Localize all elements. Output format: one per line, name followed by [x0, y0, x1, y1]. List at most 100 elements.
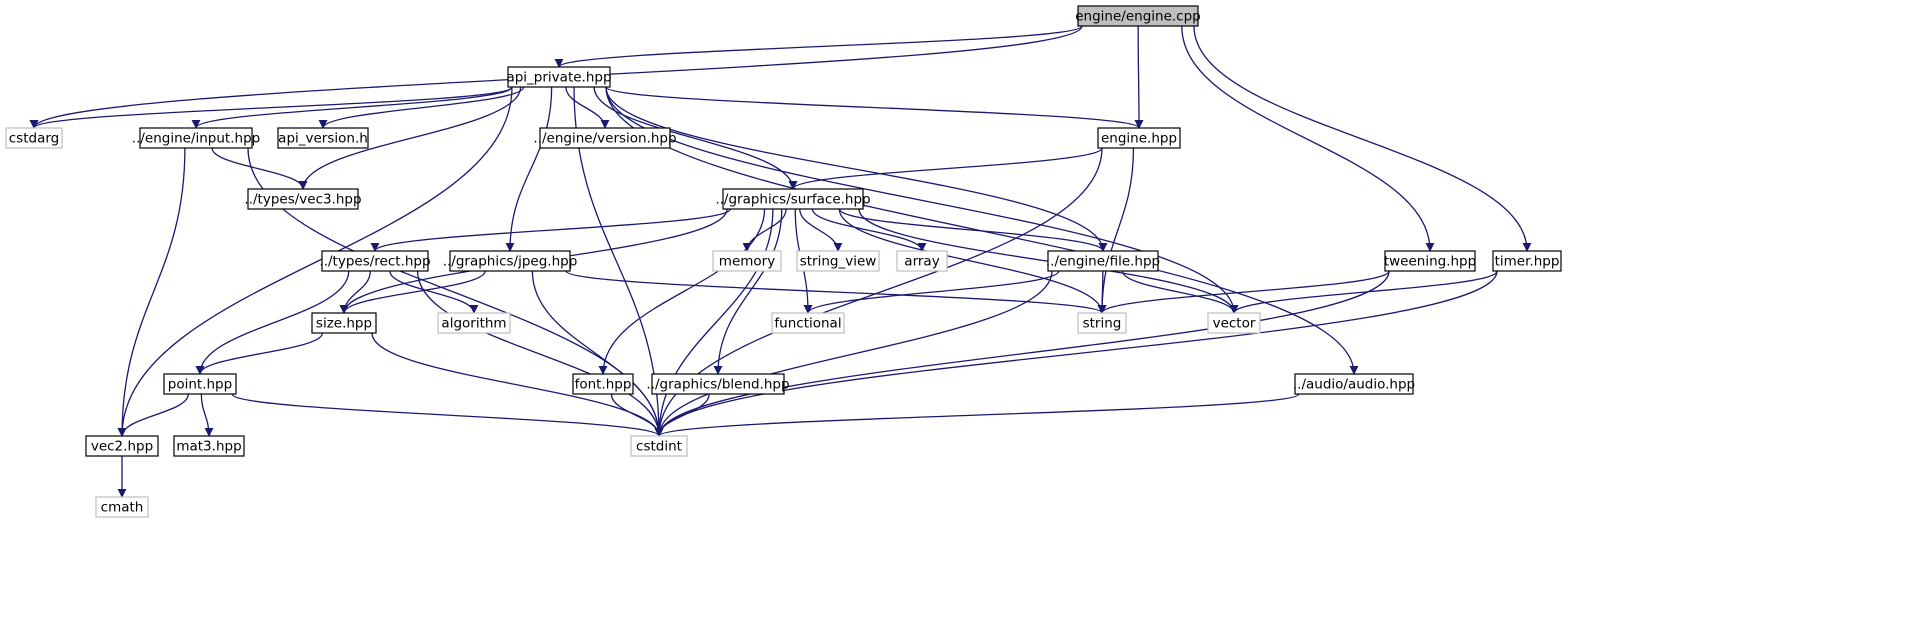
node-box — [1207, 312, 1261, 334]
edge-tweening-to-string — [1097, 270, 1390, 314]
node-box — [85, 435, 159, 457]
edge-api_private-to-api_version — [318, 86, 525, 129]
edge-input-to-vec3 — [211, 147, 308, 190]
edge-surface-to-string — [838, 208, 1107, 314]
node-label: ../engine/file.hpp — [1046, 254, 1160, 270]
node-box — [507, 66, 611, 88]
node-label: timer.hpp — [1495, 254, 1560, 270]
edge-api_private-to-input — [191, 86, 513, 129]
edge-surface-to-file — [838, 208, 1108, 252]
node-label: array — [904, 254, 939, 270]
node-size[interactable]: size.hpp — [311, 312, 377, 334]
node-box — [247, 188, 359, 210]
node-box — [1077, 312, 1127, 334]
node-box — [651, 373, 785, 395]
node-rect[interactable]: ../types/rect.hpp — [319, 250, 431, 272]
node-label: ../engine/version.hpp — [533, 131, 676, 147]
edge-surface-to-array — [811, 208, 927, 252]
edge-jpeg-to-size — [339, 270, 486, 314]
node-box — [163, 373, 237, 395]
node-label: ../types/rect.hpp — [319, 254, 430, 270]
node-label: cstdint — [636, 439, 682, 455]
node-label: api_private.hpp — [506, 70, 611, 86]
edge-engine_cpp-to-api_private — [554, 25, 1083, 68]
node-vec2[interactable]: vec2.hpp — [85, 435, 159, 457]
node-box — [449, 250, 571, 272]
node-box — [1294, 373, 1414, 395]
edge-size-to-point — [195, 332, 324, 375]
edge-api_private-to-cstdarg — [29, 86, 513, 129]
edge-engine_hpp-to-string — [1097, 147, 1135, 314]
node-label: ../types/vec3.hpp — [244, 192, 361, 208]
node-version[interactable]: ../engine/version.hpp — [533, 127, 677, 149]
node-box — [796, 250, 880, 272]
node-jpeg[interactable]: ../graphics/jpeg.hpp — [443, 250, 578, 272]
node-box — [722, 188, 864, 210]
node-string_view: string_view — [796, 250, 880, 272]
node-engine_hpp[interactable]: engine.hpp — [1097, 127, 1181, 149]
node-blend[interactable]: ../graphics/blend.hpp — [646, 373, 790, 395]
node-box — [572, 373, 634, 395]
node-file[interactable]: ../engine/file.hpp — [1046, 250, 1160, 272]
node-audio[interactable]: ../audio/audio.hpp — [1293, 373, 1415, 395]
edge-engine_cpp-to-tweening — [1181, 25, 1435, 252]
edge-surface-to-string_view — [799, 208, 843, 252]
node-label: vector — [1213, 316, 1256, 332]
edge-api_private-to-surface — [593, 86, 798, 190]
node-api_private[interactable]: api_private.hpp — [506, 66, 612, 88]
node-tweening[interactable]: tweening.hpp — [1384, 250, 1476, 272]
node-input[interactable]: ../engine/input.hpp — [132, 127, 260, 149]
edge-file-to-vector — [1122, 270, 1239, 314]
node-box — [1384, 250, 1476, 272]
node-string: string — [1077, 312, 1127, 334]
edge-engine_cpp-to-engine_hpp — [1134, 25, 1144, 129]
node-label: size.hpp — [316, 316, 372, 332]
node-label: tweening.hpp — [1384, 254, 1476, 270]
node-array: array — [896, 250, 948, 272]
edge-point-to-mat3 — [200, 393, 214, 437]
node-box — [173, 435, 245, 457]
node-cstdint: cstdint — [630, 435, 688, 457]
edge-surface-to-vector — [858, 208, 1239, 314]
edge-surface-to-rect — [370, 208, 731, 252]
node-api_version[interactable]: api_version.h — [277, 127, 369, 149]
node-box — [1047, 250, 1159, 272]
node-box — [139, 127, 253, 149]
edge-api_private-to-vector — [605, 86, 1239, 314]
edge-jpeg-to-string — [565, 270, 1107, 314]
node-memory: memory — [712, 250, 782, 272]
edge-timer-to-vector — [1229, 270, 1498, 314]
node-mat3[interactable]: mat3.hpp — [173, 435, 245, 457]
node-label: functional — [774, 316, 841, 332]
edge-surface-to-blend — [713, 208, 783, 375]
node-surface[interactable]: ../graphics/surface.hpp — [715, 188, 871, 210]
edge-file-to-cstdint — [654, 270, 1053, 437]
edge-api_private-to-jpeg — [505, 86, 553, 252]
node-font[interactable]: font.hpp — [572, 373, 634, 395]
node-box — [1097, 127, 1181, 149]
node-cstdarg: cstdarg — [5, 127, 63, 149]
node-box — [539, 127, 671, 149]
node-label: ../graphics/surface.hpp — [715, 192, 870, 208]
node-label: ../graphics/blend.hpp — [646, 377, 789, 393]
node-point[interactable]: point.hpp — [163, 373, 237, 395]
edge-surface-to-font — [598, 208, 766, 375]
edge-input-to-vec2 — [117, 147, 186, 437]
node-box — [712, 250, 782, 272]
node-label: font.hpp — [575, 377, 632, 393]
edge-rect-to-cstdint — [416, 270, 664, 437]
edge-surface-to-cstdint — [654, 208, 774, 437]
node-timer[interactable]: timer.hpp — [1492, 250, 1562, 272]
edges-layer — [29, 25, 1532, 498]
node-box — [5, 127, 63, 149]
node-engine_cpp[interactable]: engine/engine.cpp — [1075, 5, 1201, 27]
node-label: point.hpp — [168, 377, 232, 393]
edge-rect-to-algorithm — [389, 270, 479, 314]
edge-api_private-to-version — [565, 86, 610, 129]
node-box — [1077, 5, 1199, 27]
node-box — [321, 250, 429, 272]
node-label: memory — [719, 254, 775, 270]
node-label: ../audio/audio.hpp — [1293, 377, 1415, 393]
node-vec3[interactable]: ../types/vec3.hpp — [244, 188, 362, 210]
